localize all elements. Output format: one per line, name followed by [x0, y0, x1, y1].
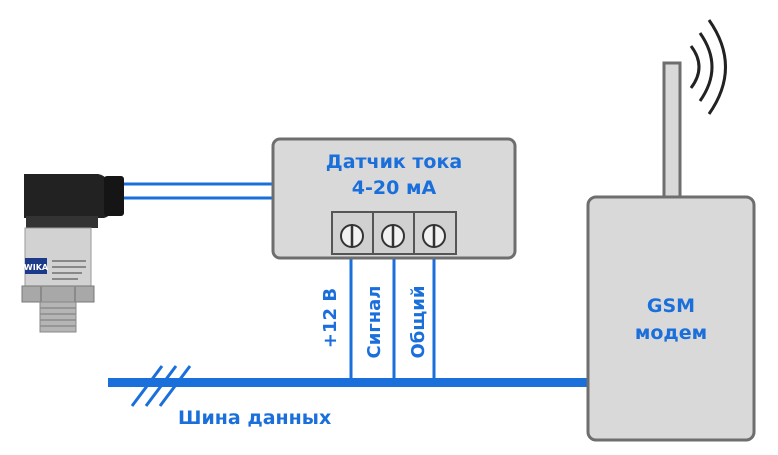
bus-hatch-marks: [130, 365, 192, 407]
screw-terminal-plus12: [340, 224, 364, 248]
gsm-modem-label-line2: модем: [635, 322, 707, 344]
radio-waves-icon: [689, 19, 727, 115]
sensor-to-box-wires: [120, 182, 276, 200]
current-sensor-title: Датчик тока: [326, 151, 462, 173]
data-bus-line: [108, 378, 598, 387]
terminal-label-plus12: +12 В: [320, 288, 341, 348]
terminal-block: [331, 211, 457, 255]
gsm-modem-box: [586, 195, 756, 442]
screw-terminal-common: [422, 224, 446, 248]
gsm-modem-label-line1: GSM: [647, 295, 695, 317]
pressure-sensor-image: WIKA: [21, 174, 124, 333]
antenna: [662, 61, 682, 200]
screw-terminal-signal: [381, 224, 405, 248]
data-bus-label: Шина данных: [178, 407, 331, 429]
terminal-label-common: Общий: [408, 286, 429, 359]
current-sensor-range: 4-20 мА: [352, 177, 437, 199]
sensor-logo: WIKA: [24, 263, 49, 272]
terminal-label-signal: Сигнал: [364, 286, 385, 359]
terminal-wires: [349, 254, 436, 380]
